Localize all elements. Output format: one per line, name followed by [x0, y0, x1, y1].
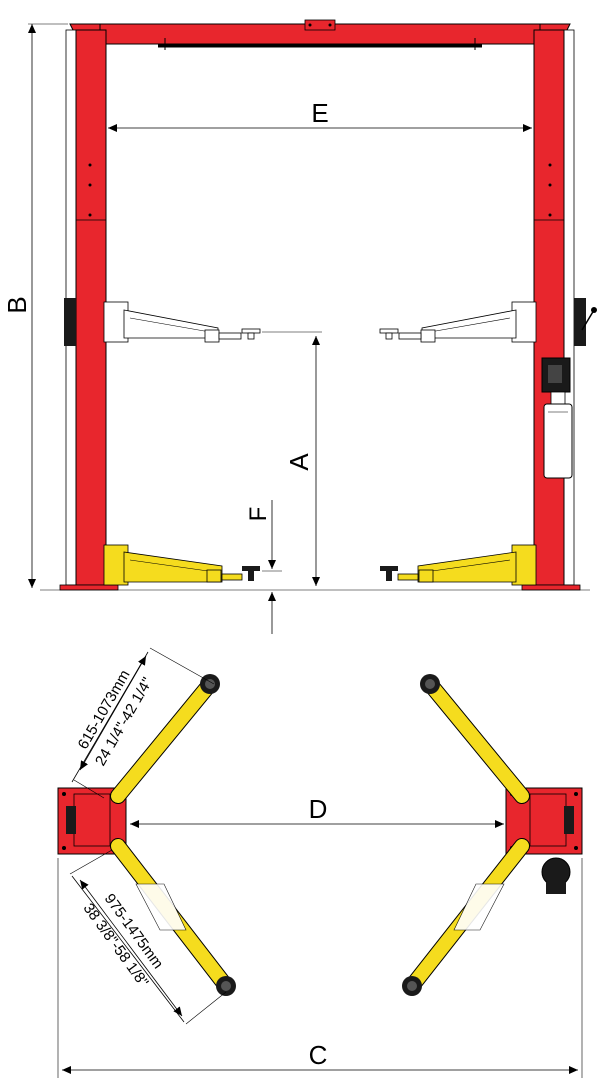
label-b: B [2, 296, 32, 313]
label-d: D [309, 794, 328, 824]
dimension-a: A [262, 331, 322, 586]
dimension-c: C [57, 858, 583, 1078]
left-front-arm [110, 674, 220, 804]
dimension-f: F [245, 500, 282, 634]
front-view: B E A F [2, 19, 597, 634]
left-raised-arm [103, 301, 261, 343]
label-c: C [309, 1040, 328, 1070]
right-rear-arm [402, 838, 530, 996]
label-f: F [245, 507, 272, 522]
top-view: 615-1073mm 24 1/4"-42 1/4" 975-1475mm 38… [57, 647, 583, 1078]
right-raised-arm [379, 301, 537, 343]
overhead-beam [69, 19, 571, 50]
dimension-b: B [2, 23, 68, 588]
right-column [521, 29, 597, 591]
label-e: E [311, 98, 328, 128]
right-lowered-arm [380, 544, 537, 586]
left-lowered-arm [103, 544, 260, 586]
right-front-arm [420, 674, 530, 804]
dimension-e: E [108, 98, 532, 132]
power-unit [541, 357, 573, 479]
dimension-d: D [130, 794, 504, 828]
label-a: A [284, 453, 314, 471]
